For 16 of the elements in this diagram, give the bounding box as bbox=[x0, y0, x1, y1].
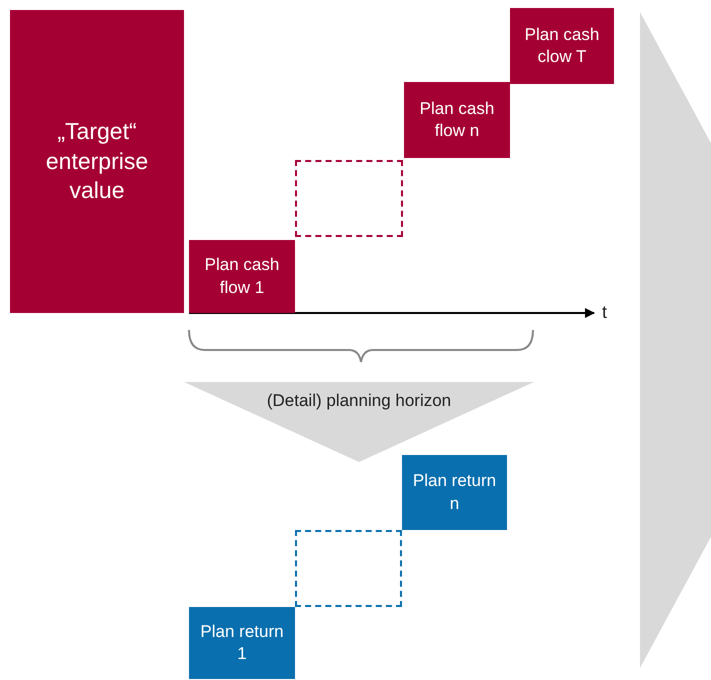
box-label: „Target“ enterprise value bbox=[44, 116, 150, 206]
cash-flow-box bbox=[404, 82, 510, 158]
box-label: Plan cash flow 1 bbox=[204, 254, 280, 298]
cash-flow-box bbox=[510, 8, 614, 84]
placeholder-box bbox=[295, 530, 402, 607]
value-block bbox=[10, 10, 184, 313]
placeholder-box bbox=[295, 160, 403, 237]
box-label: Plan return 1 bbox=[200, 620, 284, 665]
axis-label: t bbox=[602, 302, 608, 323]
return-box bbox=[189, 607, 295, 679]
box-label: Plan return n bbox=[412, 470, 497, 514]
box-label: Plan cash flow n bbox=[418, 98, 496, 142]
horizon-label: (Detail) planning horizon bbox=[266, 390, 452, 412]
cash-flow-box bbox=[189, 240, 295, 313]
return-box bbox=[402, 455, 507, 530]
box-label: Plan cash clow T bbox=[524, 24, 600, 68]
